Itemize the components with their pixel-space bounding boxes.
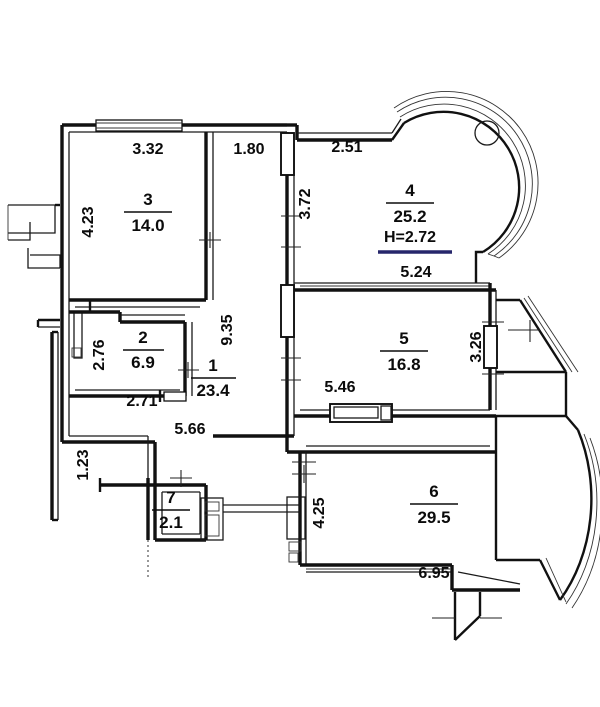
window-room5-sash [333,406,379,419]
dimension-room1-height: 9.35 [219,314,236,345]
door-pocket-mid [280,284,295,338]
room-5-label: 5 16.8 [380,329,428,374]
room-7-area: 2.1 [159,513,183,532]
room-1-walls [153,132,316,565]
room6-fixture-2 [288,552,299,563]
room6-fixture-1 [288,541,302,552]
room-6-walls [286,445,521,641]
room-4-walls [294,91,539,292]
room-2-label: 2 6.9 [123,328,164,372]
room-6-area: 29.5 [417,508,450,527]
dimension-room3-width: 3.32 [132,141,163,158]
room6-fixture-box [286,496,306,540]
room2-small-fixture [71,347,82,358]
room-3-walls [69,119,221,312]
room-7-number: 7 [166,488,175,507]
window-room3 [95,119,183,132]
dimension-room4-height: 3.72 [297,188,314,219]
room-3-number: 3 [143,190,152,209]
room-4-label: 4 25.2 H=2.72 [384,181,436,246]
room-6-number: 6 [429,482,438,501]
room7-fixture-box [200,497,224,541]
room-7-label: 7 2.1 [152,488,190,532]
room-2-walls [69,310,199,402]
left-balcony [7,203,61,522]
outer-walls [60,123,392,578]
room-1-area: 23.4 [196,381,230,400]
room-3-label: 3 14.0 [124,190,172,235]
room-2-number: 2 [138,328,147,347]
dimension-room2-width: 2.71 [126,393,157,410]
room-2-area: 6.9 [131,353,155,372]
room-4-ceiling-height: H=2.72 [384,229,436,246]
room-4-area: 25.2 [393,207,426,226]
dimension-room2-height: 2.76 [91,339,108,370]
room-5-area: 16.8 [387,355,420,374]
room7-fixture-small [204,501,220,512]
room-1-number: 1 [208,356,217,375]
room-5-number: 5 [399,329,408,348]
room-4-number: 4 [405,181,415,200]
right-balcony [494,295,600,609]
room7-fixture-tall [204,514,220,537]
dimension-room6-height: 4.25 [311,497,328,528]
dimension-hall-width: 1.23 [75,449,92,480]
circular-column-icon [474,120,500,146]
room-5-walls [294,283,504,423]
door-pocket-top [280,132,295,176]
dimension-room5-height: 3.26 [468,331,485,362]
dimension-room1-width: 5.66 [174,421,205,438]
room-1-label: 1 23.4 [191,356,236,400]
dimension-room6-width: 6.95 [418,565,449,582]
dimension-corridor-width: 1.80 [233,141,264,158]
dimension-room3-height: 4.23 [80,206,97,237]
balcony-door-room5 [483,325,498,369]
dimension-room4-width: 5.24 [400,264,431,281]
room-3-area: 14.0 [131,216,164,235]
room-6-label: 6 29.5 [410,482,458,527]
dimension-room5-width: 5.46 [324,379,355,396]
room2-door [163,391,187,402]
window-room5-vent [380,405,392,421]
dimension-room4-top: 2.51 [331,139,362,156]
